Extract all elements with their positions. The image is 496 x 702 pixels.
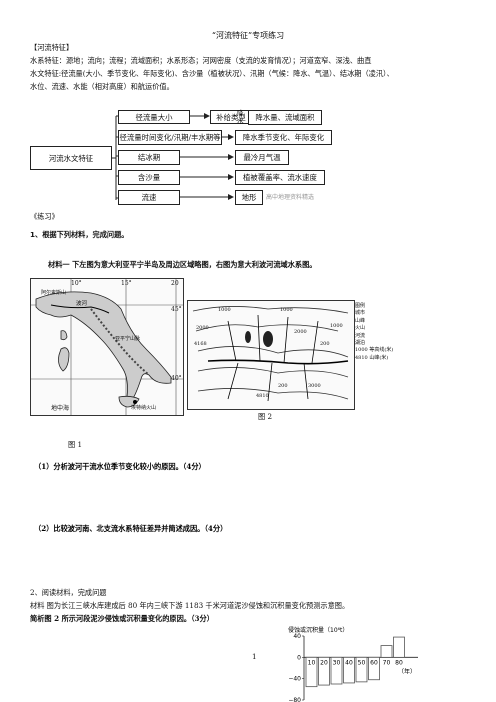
runoff-size-box: 径流量大小 (118, 110, 190, 124)
po-river-label: 波河 (76, 301, 88, 307)
vegetation-box: 植被覆盖率、流水速度 (235, 170, 325, 185)
water-system-line: 水系特征：源地；流向；流程；流域面积；水系形态；河网密度（支流的发育情况）；河道… (30, 56, 372, 65)
freeze-box: 结冰期 (118, 150, 180, 165)
mediterranean-label: 地中海 (51, 405, 70, 412)
contour-label: 1000 (330, 323, 343, 329)
x-tick-label: 60 (370, 659, 378, 666)
center-box: 河流水文特征 (30, 146, 112, 170)
y-tick-label: 0 (297, 654, 301, 661)
legend-river: 河流 (355, 332, 366, 339)
x-tick-label: 20 (320, 659, 328, 666)
doc-title: “河流特征”专项练习 (211, 31, 285, 40)
hydrology-line-cont: 水位、流速、水能（相对高度）和航运价值。 (30, 82, 174, 91)
question-1-1: （1）分析波河干流水位季节变化较小的原因。（4分） (34, 462, 206, 471)
italy-map: 10° 15° 20 45° 40° 波河 阿尔卑斯山 亚平宁山脉 地中海 埃特… (30, 278, 184, 416)
bar-60 (368, 656, 380, 681)
y-tick-label: −80 (288, 697, 301, 702)
x-tick-label: 80 (395, 659, 403, 666)
x-tick-label: 30 (333, 659, 341, 666)
x-tick-label: 70 (383, 659, 391, 666)
bar-10 (305, 656, 318, 688)
y-tick-label: −40 (288, 676, 301, 683)
question-2-title: 2、阅读材料，完成问题 (30, 588, 107, 597)
map1-caption: 图 1 (68, 440, 83, 449)
question-2-material: 材料 图为长江三峡水库建成后 80 年内三峡下游 1183 千米河道泥沙侵蚀和沉… (30, 601, 350, 610)
bar-80 (393, 636, 405, 658)
legend-contour: 1000 等高线(米) (355, 347, 394, 354)
map2-legend: 图例 城市 山峰 火山 河流 湖泊 1000 等高线(米) 4810 山峰(米) (355, 303, 395, 362)
lon-10-label: 10° (71, 280, 82, 287)
legend-peak: 山峰 (355, 317, 366, 324)
chart-title: 侵蚀或沉积量（10⁶t） (288, 626, 348, 634)
legend-peak-height: 4810 山峰(米) (355, 354, 389, 361)
x-tick-label: 50 (358, 659, 366, 666)
rainfall-area-box: 降水量、流域面积 (248, 110, 322, 125)
lat-40-label: 40° (171, 375, 182, 382)
etna-label: 埃特纳火山 (131, 405, 157, 411)
contour-label: 200 (278, 383, 288, 389)
section-header: 【河流特征】 (30, 43, 74, 52)
x-axis-label: （年） (398, 667, 416, 675)
terrain-box: 地形 (235, 190, 263, 205)
po-basin-map: 1000 2000 1000 200 2000 1000 4168 3000 4… (187, 300, 355, 410)
lon-15-label: 15° (121, 280, 132, 287)
legend-volcano: 火山 (355, 325, 366, 332)
lon-20-label: 20 (171, 280, 179, 287)
y-tick-label: 40 (293, 633, 301, 640)
legend-lake: 湖泊 (355, 340, 366, 347)
contour-label: 3000 (308, 383, 321, 389)
alps-label: 阿尔卑斯山 (41, 290, 67, 296)
contour-label: 2000 (294, 329, 307, 335)
legend-title: 图例 (355, 303, 366, 309)
question-1-title: 1、根据下列材料，完成问题。 (30, 230, 129, 239)
hydrology-line: 水文特征:径流量(大小、季节变化、年际变化)、含沙量（植被状况）、汛期（气候：降… (30, 69, 394, 78)
practice-label: 《练习》 (30, 212, 59, 221)
po-basin-drawing (192, 306, 349, 402)
runoff-time-box: 径流量时间变化/汛期/丰水期等 (118, 130, 222, 145)
peak-label: 4168 (194, 341, 207, 347)
contour-label: 1000 (218, 307, 231, 313)
legend-city: 城市 (355, 310, 366, 317)
sediment-box: 含沙量 (118, 170, 180, 185)
rain-label: 降水 (237, 109, 244, 125)
concept-diagram: 河流水文特征 径流量大小 径流量时间变化/汛期/丰水期等 结冰期 含沙量 流速 … (30, 108, 360, 210)
material-1: 材料一 下左图为意大利亚平宁半岛及周边区域略图，右图为意大利波河流域水系图。 (48, 260, 317, 269)
x-tick-label: 10 (308, 659, 316, 666)
bar-70 (380, 645, 393, 658)
velocity-box: 流速 (118, 190, 180, 205)
contour-label: 200 (320, 341, 330, 347)
map2-caption: 图 2 (258, 412, 273, 421)
bar-20 (318, 656, 330, 686)
apennines-label: 亚平宁山脉 (115, 336, 141, 342)
rain-season-box: 降水季节变化、年际变化 (235, 130, 332, 145)
contour-label: 1000 (280, 307, 293, 313)
bar-50 (355, 656, 368, 683)
bar-30 (330, 656, 343, 685)
x-tick-label: 40 (345, 659, 353, 666)
question-2-prompt: 简析图 2 所示河段泥沙侵蚀或沉积量变化的原因。（3分） (30, 614, 214, 623)
question-1-2: （2）比较波河南、北支流水系特征差异并简述成因。（4分） (34, 524, 228, 533)
peak-label: 4810 (256, 393, 269, 399)
contour-label: 2000 (196, 325, 209, 331)
lat-45-label: 45° (171, 306, 182, 313)
bar-40 (343, 656, 355, 684)
italy-map-drawing (31, 279, 183, 415)
coldest-month-box: 最冷月气温 (235, 150, 289, 165)
watermark: 高中地理资料精选 (266, 194, 315, 201)
page-number: 1 (252, 652, 257, 661)
